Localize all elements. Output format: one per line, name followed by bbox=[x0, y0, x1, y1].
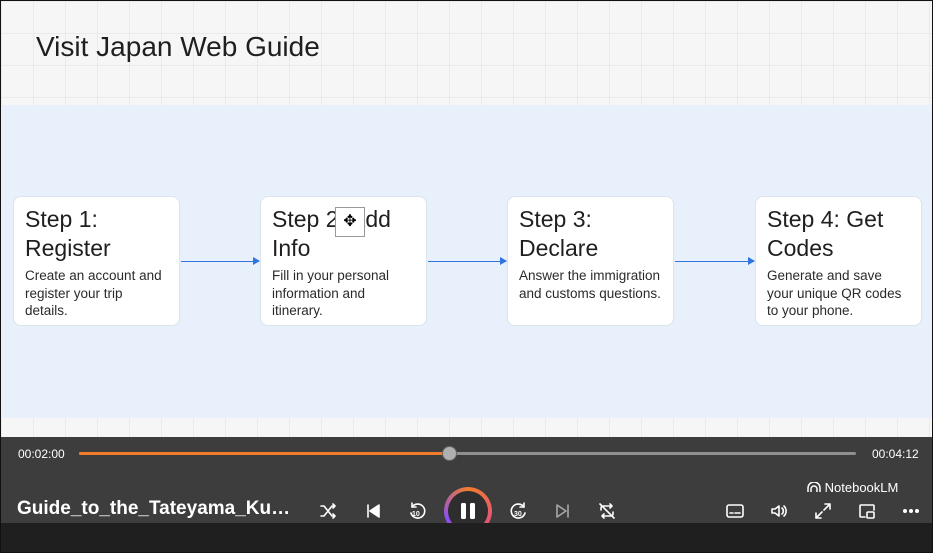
previous-button[interactable] bbox=[359, 497, 387, 525]
flow-arrow bbox=[675, 257, 755, 265]
forward-seconds: 30 bbox=[514, 511, 522, 518]
step-description: Generate and save your unique QR codes t… bbox=[767, 268, 902, 318]
step-description: Create an account and register your trip… bbox=[25, 268, 162, 318]
flow-arrow bbox=[428, 257, 507, 265]
step-title: Step 4: Get Codes bbox=[767, 206, 884, 261]
step-title: Step 3: Declare bbox=[519, 206, 599, 261]
repeat-button[interactable] bbox=[593, 497, 621, 525]
captions-button[interactable] bbox=[721, 497, 749, 525]
mini-player-icon bbox=[859, 504, 875, 519]
pause-icon bbox=[461, 503, 475, 519]
fullscreen-button[interactable] bbox=[809, 497, 837, 525]
forward-button[interactable]: 30 bbox=[505, 497, 533, 525]
more-icon bbox=[902, 509, 920, 514]
shuffle-button[interactable] bbox=[314, 497, 342, 525]
slide-title: Visit Japan Web Guide bbox=[36, 31, 320, 62]
next-button[interactable] bbox=[549, 497, 577, 525]
step-title: Step 1: Register bbox=[25, 206, 111, 261]
flow-arrow bbox=[181, 257, 260, 265]
step-description: Answer the immigration and customs quest… bbox=[519, 268, 661, 301]
video-frame[interactable]: Visit Japan Web Guide Step 1: Register C… bbox=[1, 1, 932, 437]
step-card-4: Step 4: Get Codes Generate and save your… bbox=[755, 196, 922, 326]
volume-icon bbox=[771, 505, 787, 517]
video-title: Guide_to_the_Tateyama_Kur... bbox=[17, 498, 292, 519]
step-card-1: Step 1: Register Create an account and r… bbox=[13, 196, 180, 326]
forward-30-icon bbox=[510, 502, 526, 519]
move-cursor-icon: ✥ bbox=[335, 207, 365, 237]
rewind-button[interactable]: 10 bbox=[403, 497, 431, 525]
seek-handle[interactable] bbox=[441, 446, 457, 461]
seek-bar[interactable] bbox=[79, 446, 856, 461]
previous-icon bbox=[367, 504, 380, 518]
next-icon bbox=[556, 504, 569, 518]
mini-player-button[interactable] bbox=[853, 497, 881, 525]
seek-bar-progress bbox=[79, 452, 449, 455]
player-controls: 00:02:00 00:04:12 NotebookLM Guide_to_th… bbox=[1, 437, 932, 535]
step-title: Step 2: Add Info bbox=[272, 206, 391, 261]
shuffle-icon bbox=[320, 503, 336, 519]
notebooklm-brand: NotebookLM bbox=[807, 480, 898, 495]
brand-label: NotebookLM bbox=[824, 480, 899, 495]
step-description: Fill in your personal information and it… bbox=[272, 268, 390, 318]
fullscreen-icon bbox=[815, 503, 831, 519]
volume-button[interactable] bbox=[765, 497, 793, 525]
rewind-10-icon bbox=[410, 502, 426, 519]
notebooklm-logo-icon bbox=[807, 480, 825, 495]
rewind-seconds: 10 bbox=[412, 511, 420, 518]
total-duration: 00:04:12 bbox=[872, 447, 919, 461]
captions-icon bbox=[726, 504, 744, 518]
repeat-off-icon bbox=[599, 503, 615, 519]
step-card-2: Step 2: Add Info Fill in your personal i… bbox=[260, 196, 427, 326]
elapsed-time: 00:02:00 bbox=[18, 447, 65, 461]
more-options-button[interactable] bbox=[897, 497, 925, 525]
window-bottom-strip bbox=[1, 523, 932, 552]
step-card-3: Step 3: Declare Answer the immigration a… bbox=[507, 196, 674, 326]
